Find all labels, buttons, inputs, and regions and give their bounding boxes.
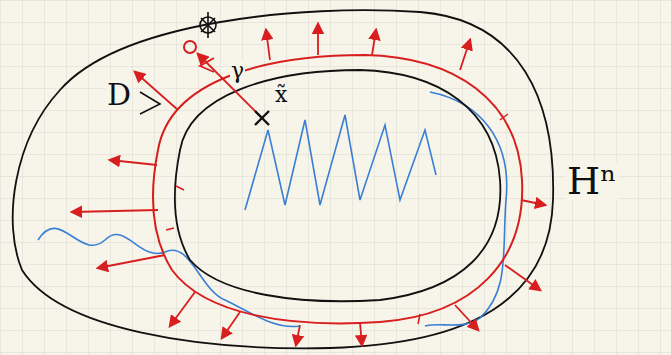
normal-arrows [72, 24, 545, 345]
inner-region [175, 70, 500, 301]
blue-hatching [38, 92, 507, 327]
curve-label: γ [230, 60, 245, 82]
region-label: D [106, 80, 132, 110]
point-label: x̃ [274, 84, 288, 106]
endpoint-circle [184, 41, 196, 53]
red-arrowhead [200, 58, 214, 72]
outer-domain [13, 10, 553, 348]
wedge-mark [140, 92, 160, 114]
space-label: Hⁿ [566, 162, 618, 200]
point-cross [255, 111, 269, 125]
scribble-symbol [200, 12, 216, 38]
curve-ticks [166, 114, 508, 324]
offset-curve [153, 55, 522, 323]
